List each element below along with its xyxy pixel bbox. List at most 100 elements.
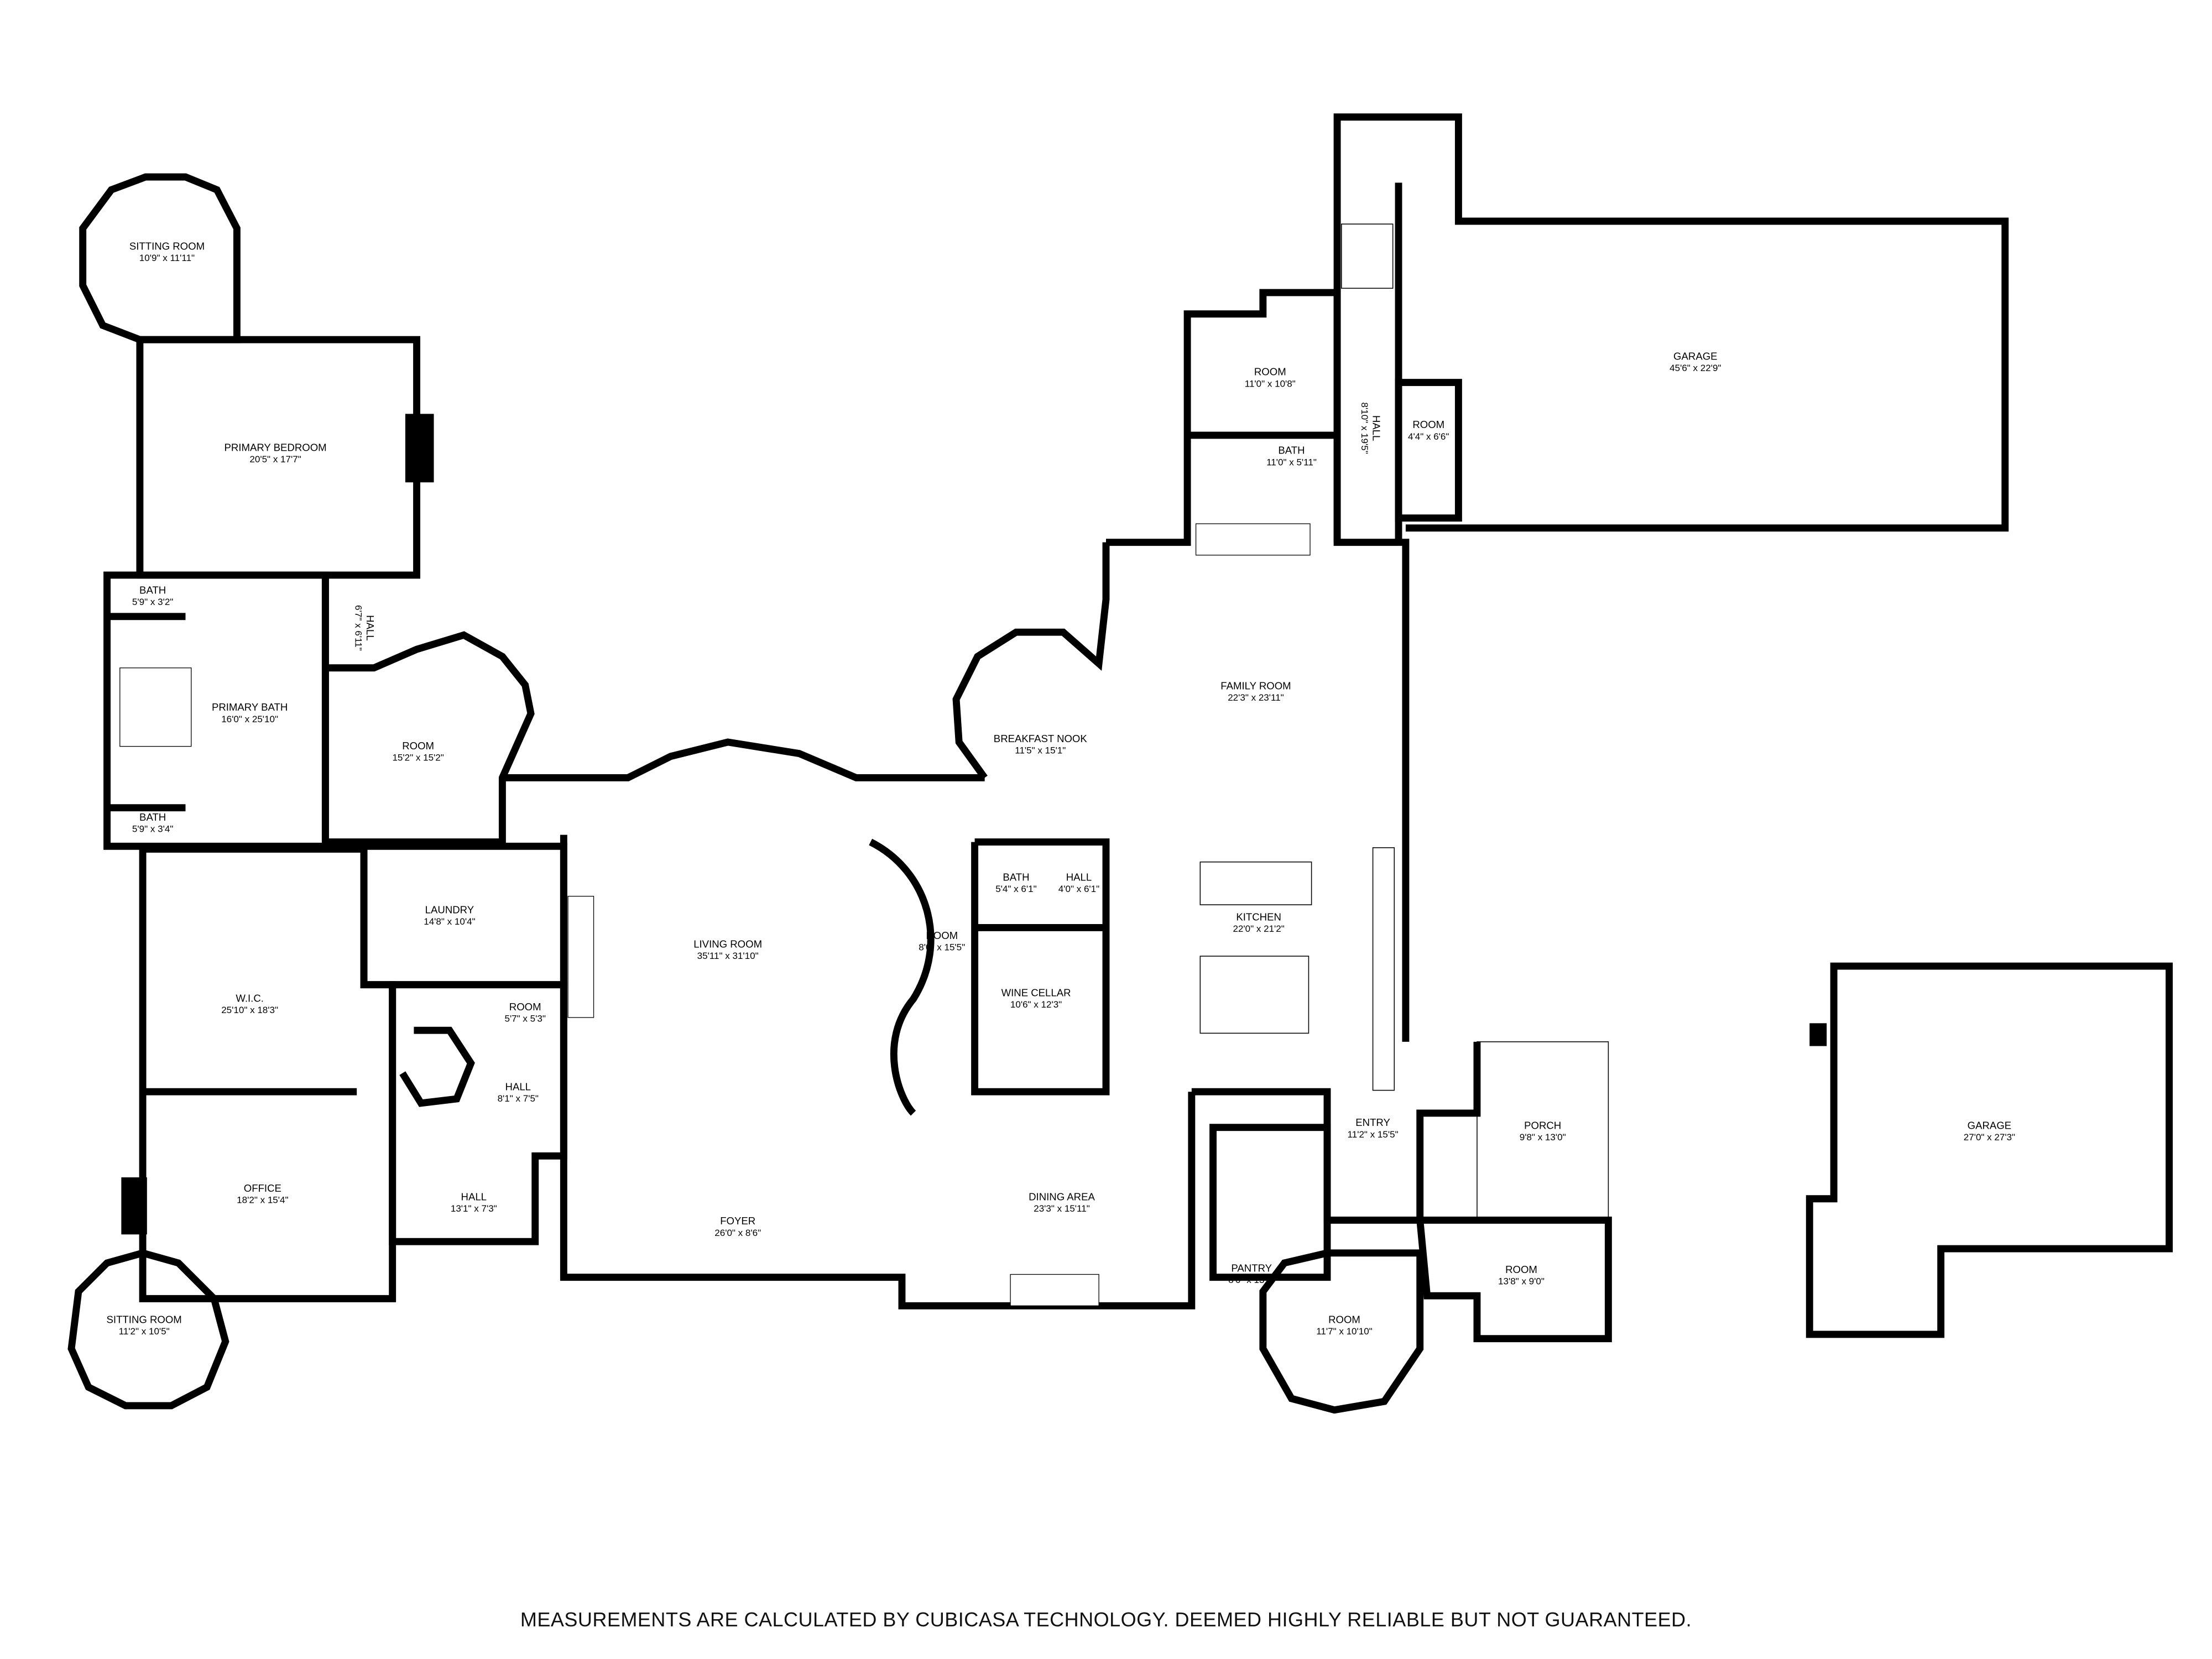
fireplace-dining [1010,1274,1099,1306]
room-dimensions: 11'0" x 5'11" [1266,457,1317,467]
room-name: LAUNDRY [425,904,474,916]
room-dimensions: 15'2" x 15'2" [392,752,444,763]
room-name: LIVING ROOM [693,938,762,950]
room-dimensions: 8'10" x 19'5" [1359,403,1370,454]
room-name: GARAGE [1673,350,1717,362]
room-name: HALL [1066,871,1092,883]
room-dimensions: 22'3" x 23'11" [1228,692,1284,703]
room-name: HALL [461,1191,487,1202]
room-name: SITTING ROOM [107,1313,182,1325]
room-name: KITCHEN [1236,911,1281,923]
room-dimensions: 14'8" x 10'4" [424,916,475,927]
room-name: ROOM [926,930,958,941]
room-dimensions: 45'6" x 22'9" [1670,363,1721,373]
bay-room-walls [1259,1249,1424,1414]
room-name: BATH [139,811,166,823]
room-dimensions: 5'9" x 3'4" [132,824,173,834]
kitchen-counter [1372,847,1395,1091]
family-room-walls [1106,289,1410,1042]
room-dimensions: 11'0" x 10'8" [1245,378,1296,389]
room-dimensions: 8'0" x 15'5" [919,942,965,953]
room-dimensions: 16'0" x 25'10" [221,714,278,724]
room-dimensions: 8'0" x 13'2" [1228,1275,1275,1285]
fixtures [119,223,1827,1306]
room-name: ROOM [1505,1264,1537,1275]
room-dimensions: 10'6" x 12'3" [1010,999,1062,1010]
room-dimensions: 5'7" x 5'3" [504,1014,545,1024]
small-room-walls [1395,379,1462,522]
room-name: BREAKFAST NOOK [994,733,1088,744]
room-dimensions: 20'5" x 17'7" [249,454,301,465]
garage-step [1809,1023,1827,1046]
room-name: ENTRY [1355,1117,1390,1128]
stairs [1341,223,1394,289]
room-name: ROOM [509,1001,541,1013]
porch-outline [1477,1041,1609,1221]
room-name: W.I.C. [236,993,264,1004]
room-dimensions: 4'4" x 6'6" [1408,431,1449,442]
room-name: PRIMARY BEDROOM [224,441,326,453]
room-dimensions: 4'0" x 6'1" [1058,884,1099,894]
room-name: FAMILY ROOM [1220,680,1291,691]
room-label: HALL6'7" x 6'11" [353,605,377,651]
room-name: BATH [139,585,166,596]
room-dimensions: 13'8" x 9'0" [1498,1276,1545,1287]
room-dimensions: 11'2" x 10'5" [119,1326,170,1337]
fireplace-bedroom [405,414,434,483]
room-dimensions: 11'2" x 15'5" [1348,1129,1399,1140]
curved-stair-wall [869,838,935,1116]
sitting-room-bottom-walls [67,1249,229,1410]
room-name: PORCH [1524,1119,1561,1131]
bathtub [119,667,192,747]
room-name: ROOM [1254,366,1286,378]
fireplace-office [121,1177,147,1235]
room-dimensions: 23'3" x 15'11" [1034,1203,1090,1214]
room-dimensions: 10'9" x 11'11" [139,253,195,263]
room-dimensions: 5'4" x 6'1" [995,884,1036,894]
room-name: GARAGE [1968,1119,2011,1131]
room-dimensions: 6'7" x 6'11" [353,605,364,651]
bath-hall-block [971,838,1110,1095]
room-label: W.I.C.25'10" x 18'3" [221,993,278,1016]
fireplace-family [1195,523,1311,556]
room-name: SITTING ROOM [129,241,205,252]
hall-garage-walls [1333,113,2009,542]
living-room-walls [502,738,985,781]
room-dimensions: 26'0" x 8'6" [714,1228,761,1238]
room-name: FOYER [720,1215,755,1227]
room-dimensions: 13'1" x 7'3" [451,1203,497,1214]
kitchen-island-top [1199,861,1312,905]
room-name: ROOM [1328,1313,1360,1325]
room-dimensions: 11'7" x 10'10" [1316,1326,1373,1337]
room-dimensions: 8'1" x 7'5" [498,1093,539,1104]
